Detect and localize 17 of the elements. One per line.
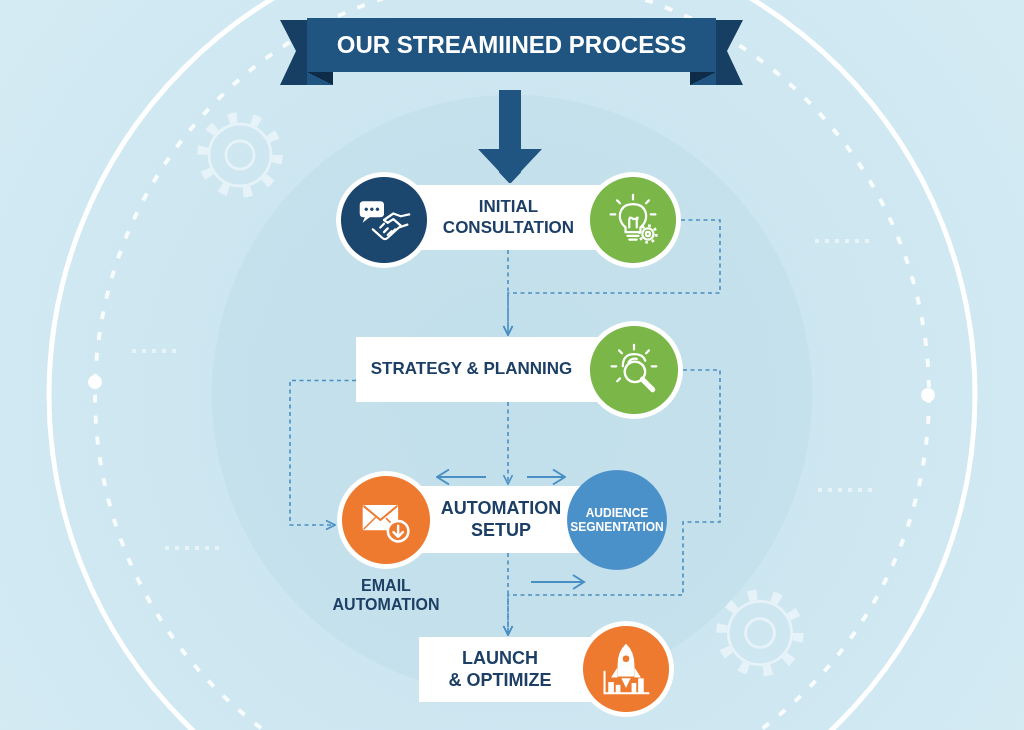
dashed-arrow <box>502 219 721 336</box>
step-card <box>435 486 567 553</box>
step-title: AUTOMATION SETUP <box>440 497 562 542</box>
step-card <box>356 337 585 402</box>
step-title: INITIAL CONSULTATION <box>442 197 575 238</box>
ribbon-title: OUR STREAMIINED PROCESS <box>336 30 687 60</box>
step-title: AUDIENCE SEGNENTATION <box>570 505 664 535</box>
arrow <box>526 468 566 486</box>
dashed-arrow <box>289 379 357 531</box>
step-title: STRATEGY & PLANNING <box>370 359 573 380</box>
arrow <box>436 468 487 486</box>
step-card <box>419 637 578 702</box>
dashed-arrow <box>502 401 514 485</box>
block-arrow <box>478 90 542 183</box>
dashed-arrow <box>502 552 514 636</box>
step-title: LAUNCH & OPTIMIZE <box>448 647 552 692</box>
step-caption: EMAIL AUTOMATION <box>332 576 440 615</box>
